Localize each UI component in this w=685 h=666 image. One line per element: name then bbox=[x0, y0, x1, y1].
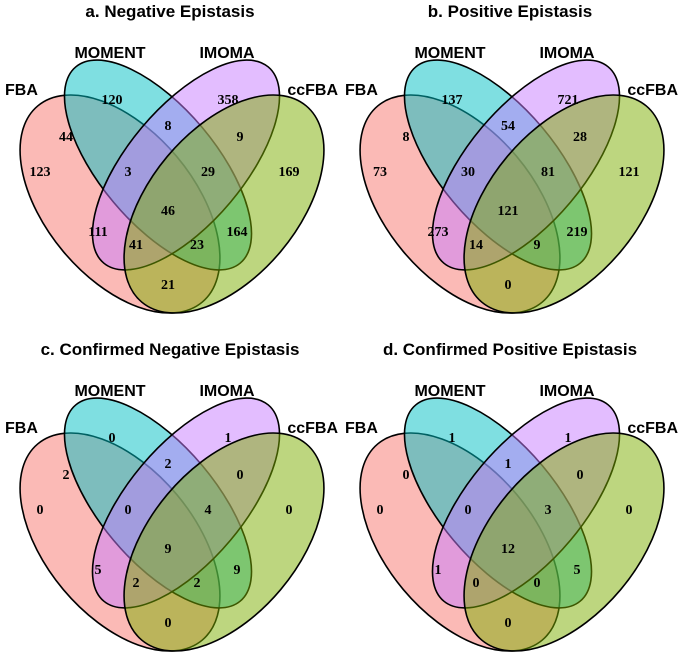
count-moment: 0 bbox=[109, 431, 116, 446]
count-all: 9 bbox=[165, 542, 172, 557]
moment-set-label: MOMENT bbox=[414, 45, 485, 62]
count-all: 121 bbox=[498, 204, 519, 219]
count-ccfba: 0 bbox=[626, 503, 633, 518]
ccfba-set-label: ccFBA bbox=[287, 420, 338, 437]
count-fba-ccfba: 0 bbox=[165, 616, 172, 631]
count-fba-imoma-ccfba: 2 bbox=[133, 576, 140, 591]
count-moment-ccfba: 164 bbox=[227, 225, 248, 240]
imoma-set-label: IMOMA bbox=[539, 383, 595, 400]
count-imoma-ccfba: 0 bbox=[577, 468, 584, 483]
count-moment: 137 bbox=[442, 93, 463, 108]
count-moment-imoma-ccfba: 29 bbox=[201, 165, 215, 180]
ccfba-set-ellipse bbox=[123, 432, 325, 652]
count-fba-moment-ccfba: 9 bbox=[534, 238, 541, 253]
imoma-set-label: IMOMA bbox=[199, 383, 255, 400]
ccfba-set-ellipse bbox=[463, 432, 665, 652]
fba-set-label: FBA bbox=[345, 82, 378, 99]
count-fba-ccfba: 21 bbox=[161, 278, 175, 293]
count-imoma-ccfba: 28 bbox=[573, 130, 587, 145]
count-fba-moment-imoma: 0 bbox=[465, 503, 472, 518]
count-fba-moment-ccfba: 23 bbox=[190, 238, 204, 253]
count-fba-moment-imoma: 0 bbox=[125, 503, 132, 518]
count-imoma: 1 bbox=[565, 431, 572, 446]
count-fba-imoma: 111 bbox=[88, 225, 107, 240]
ccfba-set-ellipse bbox=[123, 94, 325, 314]
ccfba-set-label: ccFBA bbox=[627, 420, 678, 437]
count-fba-moment: 8 bbox=[403, 130, 410, 145]
count-fba-imoma: 273 bbox=[428, 225, 449, 240]
count-fba-imoma: 1 bbox=[435, 563, 442, 578]
count-fba-moment: 44 bbox=[59, 130, 73, 145]
count-fba-imoma-ccfba: 41 bbox=[129, 238, 143, 253]
fba-set-label: FBA bbox=[5, 82, 38, 99]
count-moment-imoma-ccfba: 4 bbox=[205, 503, 212, 518]
count-fba-moment: 2 bbox=[63, 468, 70, 483]
count-all: 12 bbox=[501, 542, 515, 557]
count-imoma: 1 bbox=[225, 431, 232, 446]
count-fba-moment-imoma: 30 bbox=[461, 165, 475, 180]
count-fba-imoma: 5 bbox=[95, 563, 102, 578]
count-fba: 123 bbox=[30, 165, 51, 180]
count-fba-imoma-ccfba: 0 bbox=[473, 576, 480, 591]
panel-title: d. Confirmed Positive Epistasis bbox=[383, 340, 637, 359]
count-fba: 0 bbox=[377, 503, 384, 518]
count-ccfba: 0 bbox=[286, 503, 293, 518]
fba-set-label: FBA bbox=[345, 420, 378, 437]
ccfba-set-label: ccFBA bbox=[627, 82, 678, 99]
count-moment-ccfba: 5 bbox=[574, 563, 581, 578]
count-moment-ccfba: 219 bbox=[567, 225, 588, 240]
count-ccfba: 169 bbox=[279, 165, 300, 180]
moment-set-label: MOMENT bbox=[414, 383, 485, 400]
count-fba: 73 bbox=[373, 165, 387, 180]
count-moment-imoma: 2 bbox=[165, 457, 172, 472]
count-moment: 120 bbox=[102, 93, 123, 108]
count-moment-imoma: 1 bbox=[505, 457, 512, 472]
ccfba-set-ellipse bbox=[463, 94, 665, 314]
count-moment-imoma-ccfba: 3 bbox=[545, 503, 552, 518]
count-moment-imoma: 54 bbox=[501, 119, 515, 134]
count-moment: 1 bbox=[449, 431, 456, 446]
count-fba-moment-imoma: 3 bbox=[125, 165, 132, 180]
count-imoma: 358 bbox=[218, 93, 239, 108]
moment-set-label: MOMENT bbox=[74, 383, 145, 400]
count-fba-moment: 0 bbox=[403, 468, 410, 483]
imoma-set-label: IMOMA bbox=[539, 45, 595, 62]
count-fba-imoma-ccfba: 14 bbox=[469, 238, 483, 253]
ccfba-set-label: ccFBA bbox=[287, 82, 338, 99]
count-imoma-ccfba: 9 bbox=[237, 130, 244, 145]
imoma-set-label: IMOMA bbox=[199, 45, 255, 62]
panel-title: b. Positive Epistasis bbox=[428, 2, 592, 21]
count-imoma: 721 bbox=[558, 93, 579, 108]
count-moment-imoma: 8 bbox=[165, 119, 172, 134]
count-moment-imoma-ccfba: 81 bbox=[541, 165, 555, 180]
fba-set-label: FBA bbox=[5, 420, 38, 437]
moment-set-label: MOMENT bbox=[74, 45, 145, 62]
count-imoma-ccfba: 0 bbox=[237, 468, 244, 483]
panel-title: c. Confirmed Negative Epistasis bbox=[41, 340, 300, 359]
count-fba: 0 bbox=[37, 503, 44, 518]
count-fba-ccfba: 0 bbox=[505, 616, 512, 631]
panel-title: a. Negative Epistasis bbox=[85, 2, 254, 21]
count-ccfba: 121 bbox=[619, 165, 640, 180]
count-fba-ccfba: 0 bbox=[505, 278, 512, 293]
count-fba-moment-ccfba: 2 bbox=[194, 576, 201, 591]
count-fba-moment-ccfba: 0 bbox=[534, 576, 541, 591]
count-moment-ccfba: 9 bbox=[234, 563, 241, 578]
count-all: 46 bbox=[161, 204, 175, 219]
